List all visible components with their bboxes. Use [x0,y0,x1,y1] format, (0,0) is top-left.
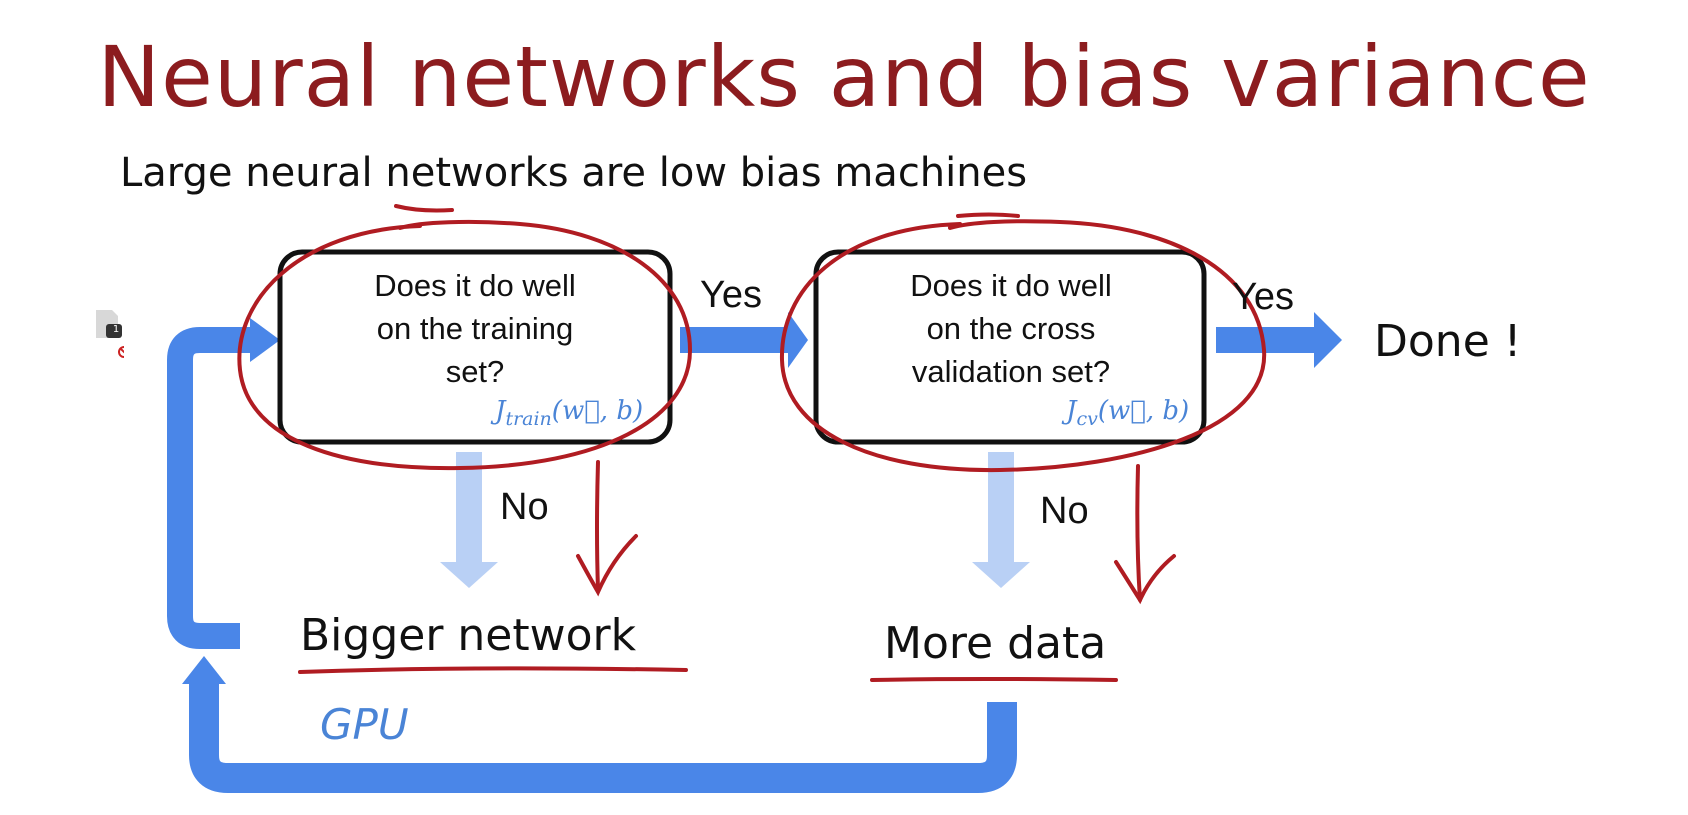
yes-arrow-1-shaft [680,327,790,353]
formula-j-train-args: (w⃗, b) [551,396,644,426]
red-underline-more-data [870,677,1118,682]
loop-arrowhead-into-box1 [250,318,280,362]
label-gpu: GPU [320,700,409,749]
label-no-1: No [500,486,549,528]
badge-count: 1 [112,324,120,335]
loop-arrowhead-up [182,656,226,684]
loop-arrow-bigger-network [167,327,252,649]
slide-title: Neural networks and bias variance [97,28,1591,126]
no-arrow-2-head [972,562,1030,588]
label-no-2: No [1040,490,1089,532]
red-arrow-2-shaft [1135,464,1142,602]
red-arrow-2-head [1114,554,1176,605]
box-training-text: Does it do well on the training set? [374,268,576,389]
formula-j-cv-args: (w⃗, b) [1097,396,1190,426]
red-annotations [237,204,1267,682]
no-arrow-1-shaft [456,452,482,562]
formula-j-cv: Jcv(w⃗, b) [1066,396,1189,430]
formula-j-train-sub: train [505,408,552,431]
red-underline-machines [956,212,1020,218]
red-underline-bigger-network [298,666,688,674]
slide-subtitle: Large neural networks are low bias machi… [120,150,1028,196]
label-bigger-network: Bigger network [300,610,637,661]
yes-arrow-1-head [788,312,808,368]
box-cv-text: Does it do well on the cross validation … [910,268,1112,389]
decision-box-training [277,249,673,445]
red-circle-box2 [779,219,1267,473]
yes-arrow-2-head [1314,312,1342,368]
formula-j-train-main: J [495,396,506,426]
formula-j-train: Jtrain(w⃗, b) [495,396,643,430]
red-arrow-1-shaft [595,460,600,592]
label-yes-1: Yes [700,274,762,316]
red-arrow-1-head [576,534,638,597]
yes-arrow-2-shaft [1216,327,1316,353]
slide-thumbnail-icon[interactable]: 1 [94,308,130,358]
red-circle-box1 [237,219,693,471]
label-yes-2: Yes [1232,276,1294,318]
no-arrow-1-head [440,562,498,588]
label-more-data: More data [884,618,1107,669]
decision-box-cv [813,249,1207,445]
formula-j-cv-sub: cv [1076,408,1098,431]
formula-j-cv-main: J [1066,396,1077,426]
loop-arrow-more-data [189,680,1017,793]
red-underline-neural [394,204,454,213]
label-done: Done ! [1374,316,1522,367]
